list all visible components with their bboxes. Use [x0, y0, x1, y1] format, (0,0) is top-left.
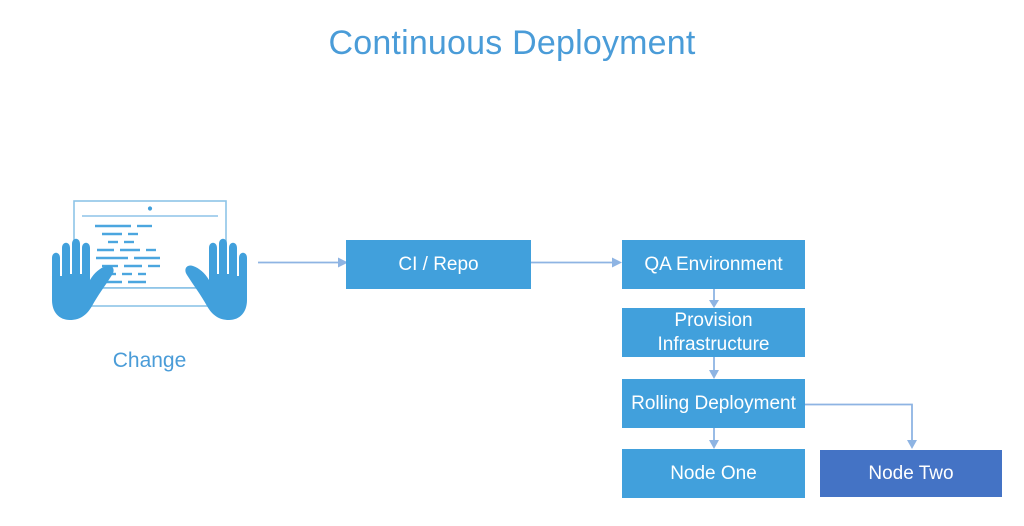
node-label: Node One — [670, 462, 757, 484]
connector-rolling-deployment-to-node-two — [804, 396, 926, 452]
node-label: QA Environment — [644, 253, 783, 275]
connector-rolling-deployment-to-node-one — [706, 428, 722, 450]
page-title: Continuous Deployment — [328, 24, 696, 62]
node-node-one[interactable]: Node One — [622, 449, 805, 498]
change-label: Change — [112, 349, 187, 372]
node-node-two[interactable]: Node Two — [820, 450, 1002, 497]
right-hand-icon — [185, 238, 247, 320]
hands-laptop-code-icon — [52, 200, 247, 320]
node-rolling-deployment[interactable]: Rolling Deployment — [622, 379, 805, 428]
node-provision-infrastructure[interactable]: Provision Infrastructure — [622, 308, 805, 357]
node-ci-repo[interactable]: CI / Repo — [346, 240, 531, 289]
connector-change-to-ci-repo — [258, 254, 350, 270]
node-qa-environment[interactable]: QA Environment — [622, 240, 805, 289]
connector-ci-repo-to-qa-environment — [531, 254, 625, 270]
connector-qa-environment-to-provision — [706, 289, 722, 309]
node-label: Node Two — [868, 462, 954, 484]
change-illustration — [42, 196, 257, 331]
node-label: Rolling Deployment — [631, 392, 796, 414]
node-label: CI / Repo — [398, 253, 479, 275]
node-label: Provision Infrastructure — [657, 309, 770, 355]
connector-provision-to-rolling-deployment — [706, 357, 722, 380]
left-hand-icon — [52, 238, 114, 320]
